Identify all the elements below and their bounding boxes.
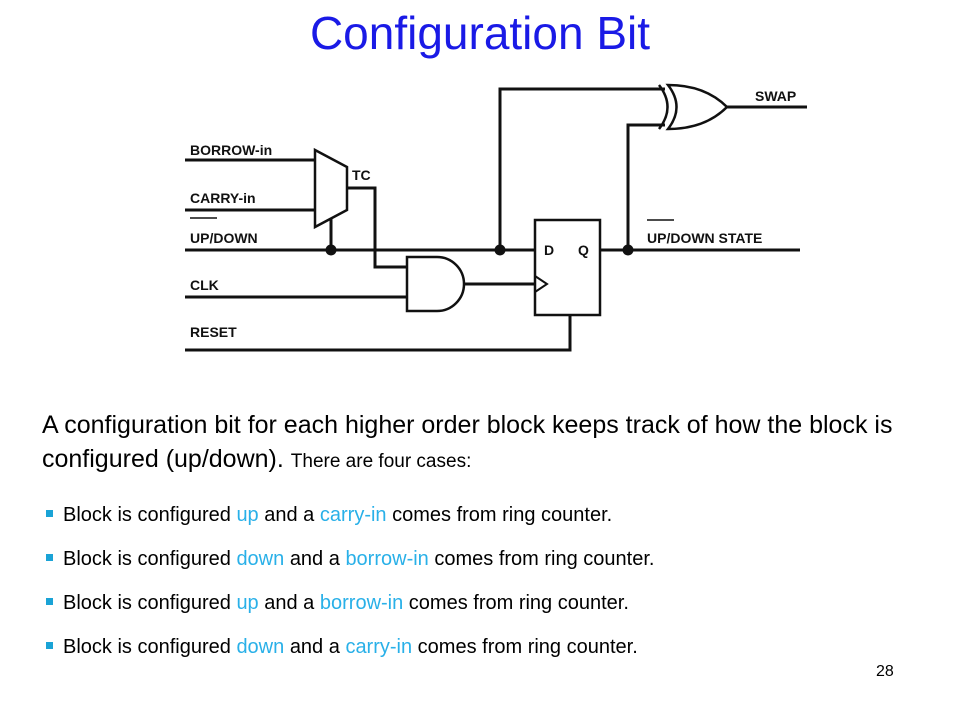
xor-gate [665,83,729,131]
label-up-down: UP/DOWN [190,230,258,246]
intro-paragraph: A configuration bit for each higher orde… [42,408,922,479]
case-post: comes from ring counter. [392,504,613,526]
wire-q-to-xor [626,123,665,250]
case-direction: up [236,504,259,526]
mux [313,147,349,230]
case-input: borrow-in [319,592,404,614]
case-pre: Block is configured [63,548,231,570]
label-borrow-in: BORROW-in [190,142,272,158]
case-item: Block is configured down and a carry-in … [42,632,654,676]
label-reset: RESET [190,324,237,340]
cases-list: Block is configured up and a carry-in co… [42,500,654,676]
case-input: carry-in [345,636,413,658]
label-carry-in: CARRY-in [190,190,256,206]
slide-title: Configuration Bit [309,7,651,59]
case-pre: Block is configured [63,592,231,614]
case-mid: and a [264,592,315,614]
case-post: comes from ring counter. [408,592,629,614]
bullet-square-icon [46,510,53,518]
case-direction: down [236,548,285,570]
case-mid: and a [264,504,315,526]
case-direction: down [236,636,285,658]
clock-edge-marker [534,275,549,293]
case-mid: and a [289,548,340,570]
case-item: Block is configured up and a carry-in co… [42,500,654,544]
label-d: D [544,242,554,258]
junction-mux-select [325,244,337,256]
label-tc: TC [352,167,371,183]
d-flip-flop [533,218,602,317]
bullet-square-icon [46,598,53,606]
case-direction: up [236,592,259,614]
case-item: Block is configured up and a borrow-in c… [42,588,654,632]
case-mid: and a [289,636,340,658]
case-post: comes from ring counter. [417,636,638,658]
circuit-diagram: BORROW-in CARRY-in UP/DOWN CLK RESET TC … [185,83,807,352]
bullet-square-icon [46,554,53,562]
label-clk: CLK [190,277,219,293]
case-pre: Block is configured [63,504,231,526]
label-q: Q [578,242,589,258]
intro-small-text: There are four cases: [290,451,472,472]
xor-input-arc [657,84,669,130]
case-pre: Block is configured [63,636,231,658]
page-number: 28 [876,663,894,680]
wire-reset [185,315,572,352]
wire-tc [347,186,407,269]
label-swap: SWAP [755,88,796,104]
intro-main-text: A configuration bit for each higher orde… [42,411,893,473]
case-post: comes from ring counter. [434,548,655,570]
case-input: borrow-in [345,548,429,570]
wire-feedback-top [498,87,665,250]
case-item: Block is configured down and a borrow-in… [42,544,654,588]
label-up-down-state: UP/DOWN STATE [647,230,762,246]
and-gate [405,255,466,313]
case-input: carry-in [319,504,387,526]
bullet-square-icon [46,642,53,650]
